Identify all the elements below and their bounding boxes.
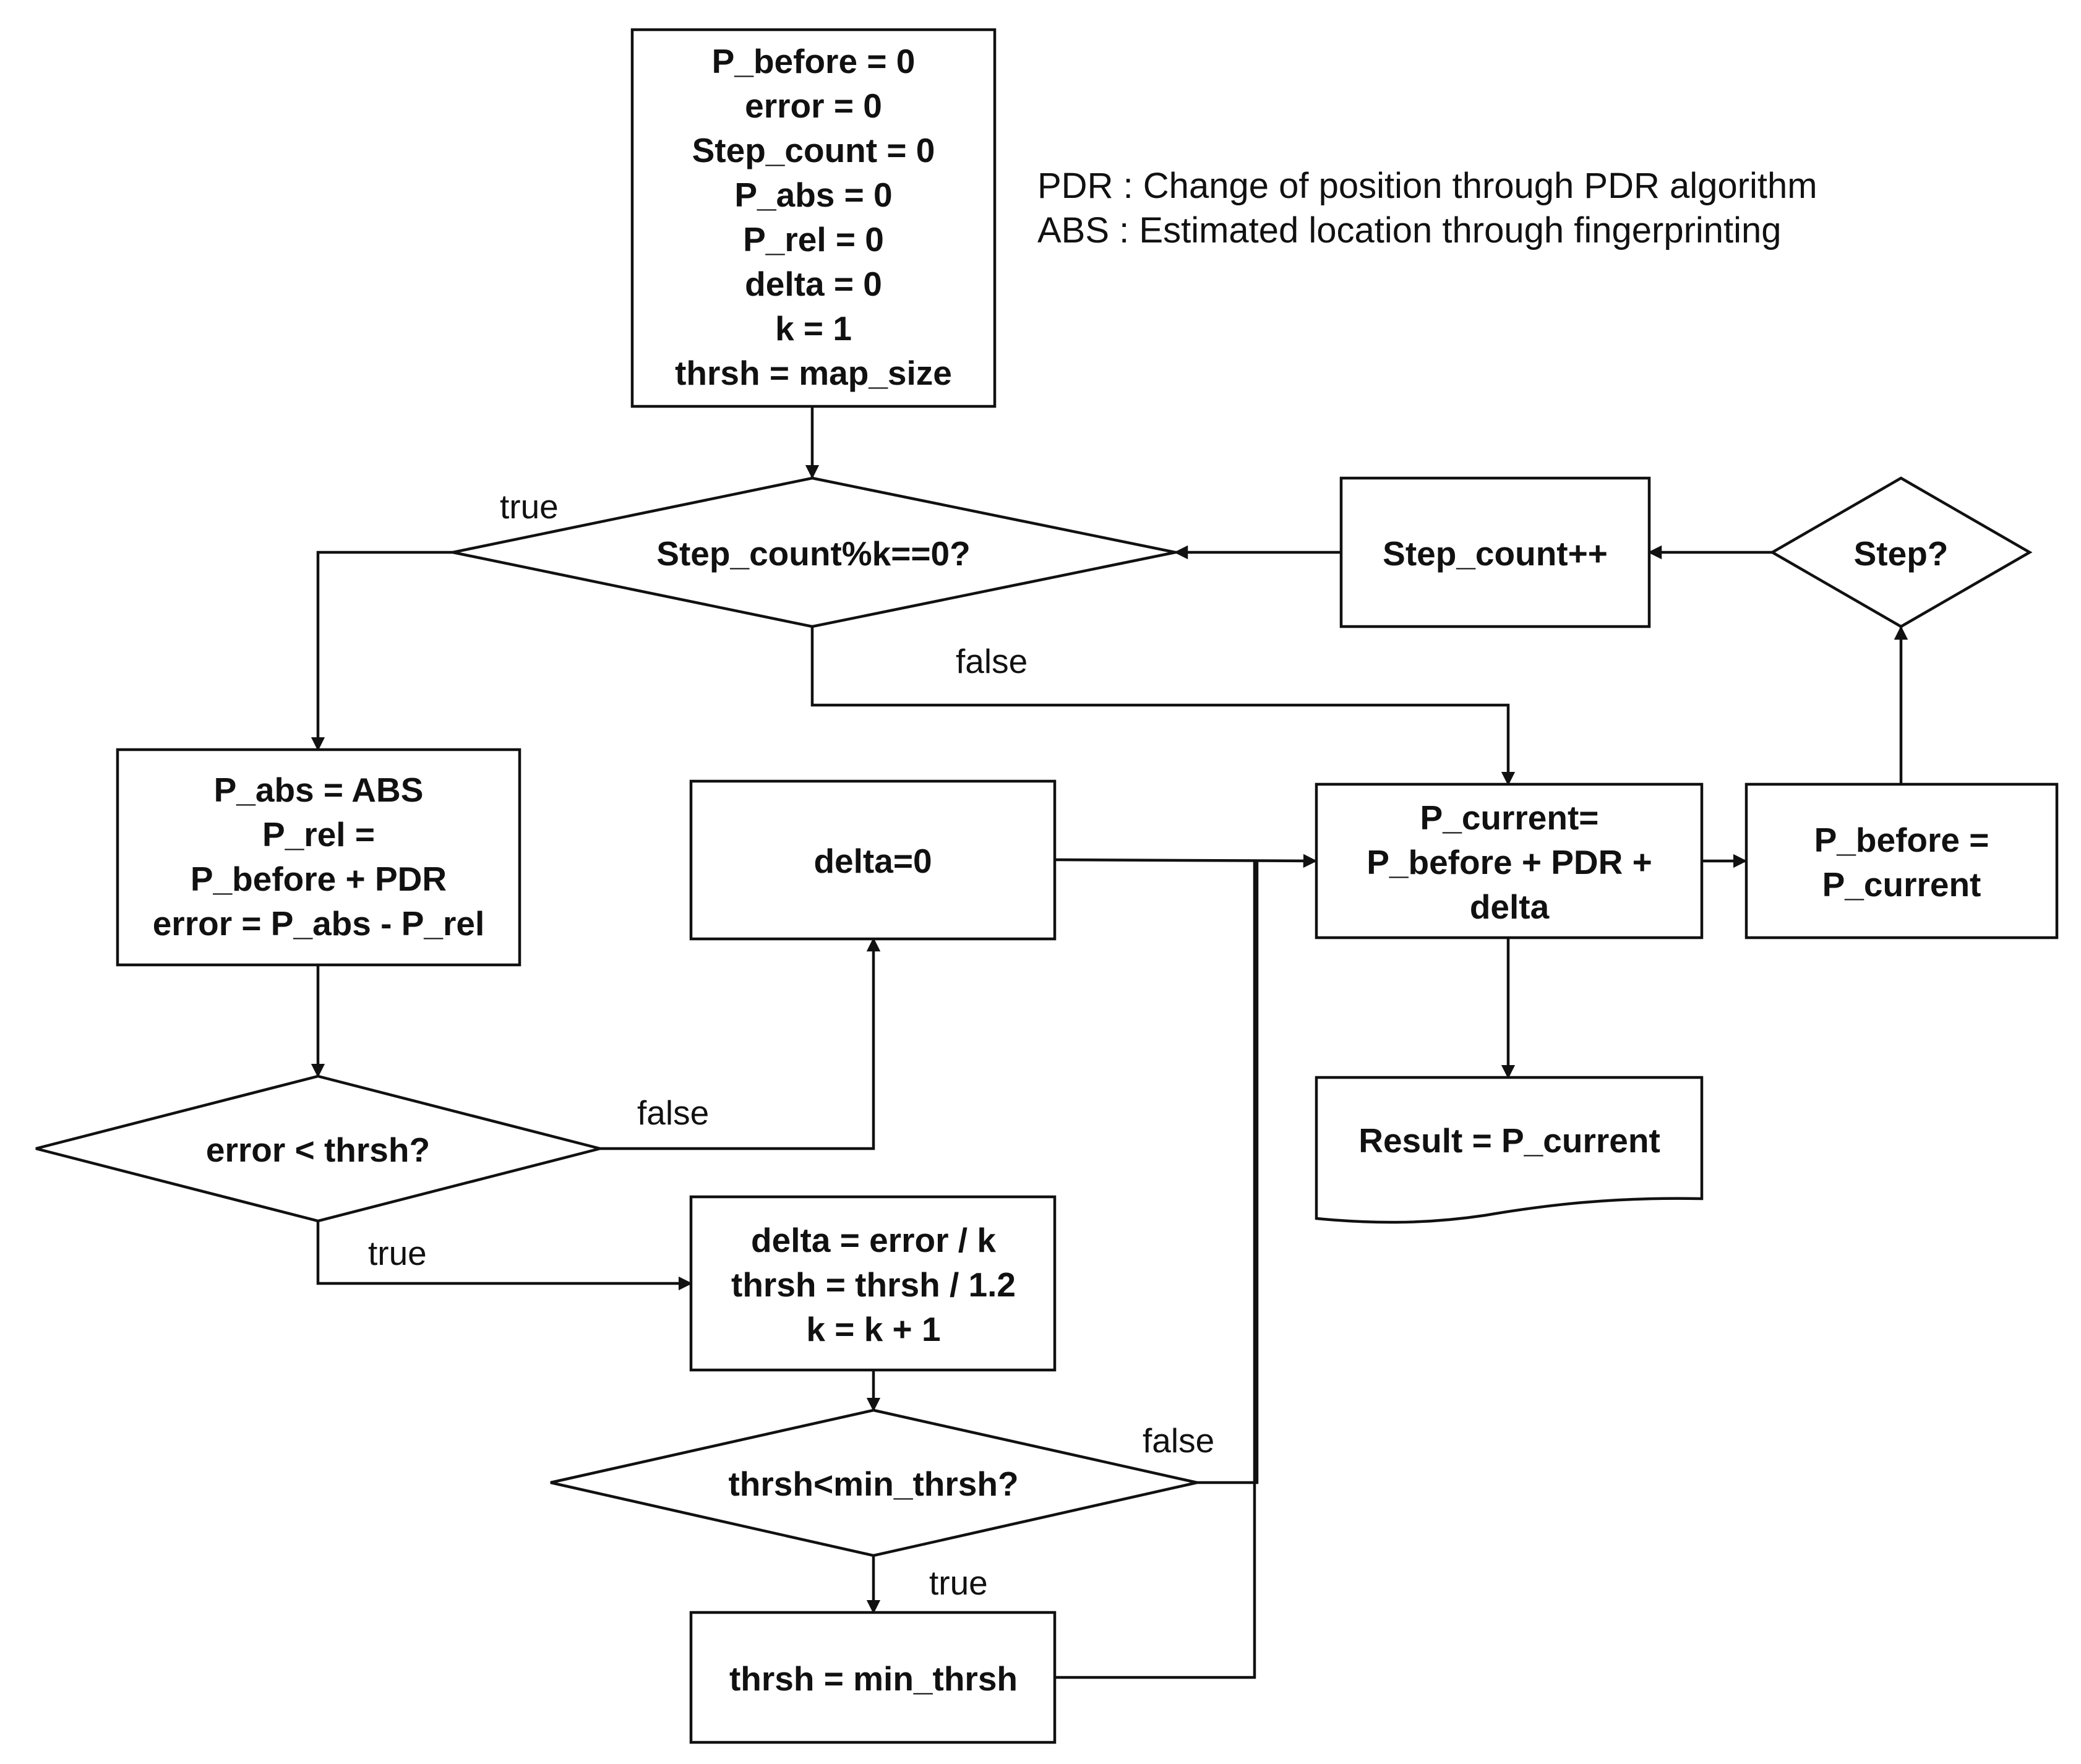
compute-abs-line: P_rel = <box>262 815 375 854</box>
p-before-update-text: P_before = P_current <box>1814 821 1989 904</box>
compute-abs-line: P_abs = ABS <box>214 771 424 809</box>
edge-error-check-true-to-update-params <box>316 1221 693 1291</box>
legend: PDR : Change of position through PDR alg… <box>1037 166 1817 250</box>
thrsh-check-text: thrsh<min_thrsh? <box>728 1465 1018 1503</box>
compute-abs-line: error = P_abs - P_rel <box>153 904 485 943</box>
p-current-line: delta <box>1470 888 1550 926</box>
label-thrsh-true: true <box>929 1564 988 1602</box>
result-text: Result = P_current <box>1358 1121 1660 1160</box>
init-line: delta = 0 <box>745 265 882 303</box>
step-count-check-diamond: Step_count%k==0? <box>452 476 1176 628</box>
compute-abs-box: P_abs = ABS P_rel = P_before + PDR error = … <box>116 748 521 967</box>
edge-step-check-false-to-p-current <box>810 627 1516 786</box>
update-params-box: delta = error / k thrsh = thrsh / 1.2 k = … <box>689 1195 1057 1372</box>
label-error-false: false <box>637 1094 709 1132</box>
error-check-diamond: error < thrsh? <box>35 1074 601 1223</box>
error-check-text: error < thrsh? <box>206 1131 430 1169</box>
p-current-line: P_current= <box>1420 799 1599 837</box>
init-line: k = 1 <box>775 309 852 348</box>
label-step-false: false <box>956 642 1028 680</box>
init-line: Step_count = 0 <box>692 131 935 169</box>
init-line: thrsh = map_size <box>675 354 952 392</box>
edge-thrsh-min-to-bus <box>1055 861 1256 1679</box>
edge-step-check-true-to-compute-abs <box>311 550 453 751</box>
delta-zero-box: delta=0 <box>689 779 1057 941</box>
label-error-true: true <box>368 1234 427 1272</box>
delta-zero-line: delta=0 <box>813 842 932 880</box>
init-line: error = 0 <box>745 87 882 125</box>
step-count-check-line: Step_count%k==0? <box>656 534 970 573</box>
result-document: Result = P_current <box>1315 1076 1704 1224</box>
legend-pdr: PDR : Change of position through PDR alg… <box>1037 166 1817 206</box>
init-box: P_before = 0 error = 0 Step_count = 0 P_abs… <box>630 28 997 408</box>
thrsh-check-line: thrsh<min_thrsh? <box>728 1465 1018 1503</box>
update-params-line: k = k + 1 <box>806 1310 940 1348</box>
p-before-update-box: P_before = P_current <box>1744 782 2059 940</box>
edge-thrsh-check-false-to-bus <box>1197 861 1259 1484</box>
p-current-text: P_current= P_before + PDR + delta <box>1367 799 1652 926</box>
init-line: P_rel = 0 <box>743 220 884 259</box>
init-line: P_before = 0 <box>712 42 916 80</box>
compute-abs-line: P_before + PDR <box>191 860 447 898</box>
init-box-text: P_before = 0 error = 0 Step_count = 0 P_abs… <box>675 42 952 392</box>
step-count-inc-line: Step_count++ <box>1383 534 1608 573</box>
legend-abs: ABS : Estimated location through fingerp… <box>1037 210 1782 250</box>
label-thrsh-false: false <box>1143 1421 1214 1460</box>
delta-zero-text: delta=0 <box>813 842 932 880</box>
step-decision-line: Step? <box>1854 534 1949 573</box>
thrsh-min-box: thrsh = min_thrsh <box>689 1611 1057 1744</box>
update-params-text: delta = error / k thrsh = thrsh / 1.2 k = … <box>731 1221 1016 1348</box>
edge-delta-zero-to-p-current <box>1054 854 1318 868</box>
update-params-line: thrsh = thrsh / 1.2 <box>731 1265 1016 1304</box>
connectors <box>311 406 1908 1679</box>
step-count-check-text: Step_count%k==0? <box>656 534 970 573</box>
p-current-line: P_before + PDR + <box>1367 843 1652 881</box>
p-current-box: P_current= P_before + PDR + delta <box>1315 782 1704 940</box>
step-count-inc-box: Step_count++ <box>1339 476 1651 628</box>
thrsh-check-diamond: thrsh<min_thrsh? <box>550 1408 1198 1557</box>
error-check-line: error < thrsh? <box>206 1131 430 1169</box>
p-before-update-line: P_before = <box>1814 821 1989 859</box>
init-line: P_abs = 0 <box>734 176 892 214</box>
label-step-true: true <box>500 487 559 526</box>
thrsh-min-line: thrsh = min_thrsh <box>729 1659 1018 1698</box>
step-decision-text: Step? <box>1854 534 1949 573</box>
compute-abs-text: P_abs = ABS P_rel = P_before + PDR error = … <box>153 771 485 943</box>
edge-labels: true false false true false true <box>368 487 1214 1602</box>
edge-error-check-false-to-delta-zero <box>600 937 881 1150</box>
step-count-inc-text: Step_count++ <box>1383 534 1608 573</box>
p-before-update-line: P_current <box>1822 865 1981 904</box>
update-params-line: delta = error / k <box>751 1221 996 1259</box>
thrsh-min-text: thrsh = min_thrsh <box>729 1659 1018 1698</box>
result-line: Result = P_current <box>1358 1121 1660 1160</box>
step-decision-diamond: Step? <box>1769 476 2033 628</box>
